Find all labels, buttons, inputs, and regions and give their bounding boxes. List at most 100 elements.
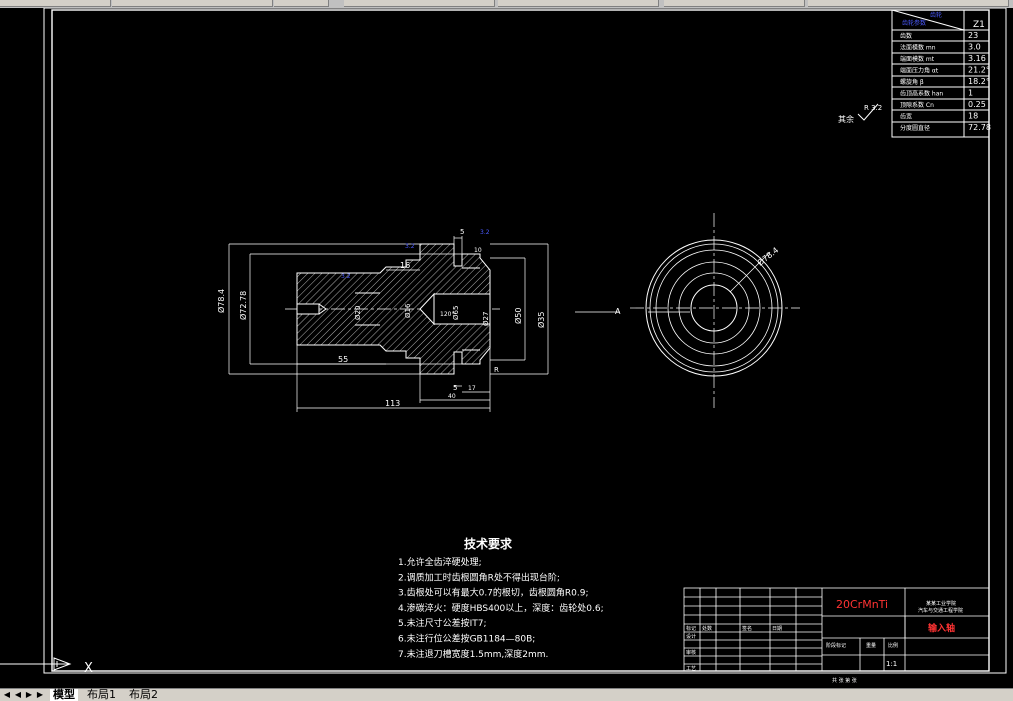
scale-value: 1:1 — [886, 660, 897, 668]
requirement-item: 6.未注行位公差按GB1184—80B; — [398, 633, 535, 645]
dim-113: 113 — [385, 399, 400, 408]
requirement-item: 2.调质加工时齿根圆角R处不得出现台阶; — [398, 571, 560, 583]
end-view-diameter: Ø78.4 — [755, 245, 780, 268]
section-label-left: A — [615, 307, 621, 316]
spec-row-value: 3.0 — [968, 43, 981, 52]
gear-parameter-table: 齿轮参数 齿轮 Z1 齿数 23 法面模数 mn 3.0 端面模数 mt 3.16 端面压力… — [891, 9, 991, 138]
spec-row-label: 分度圆直径 — [900, 124, 930, 132]
inner-frame — [51, 9, 990, 672]
spec-row-label: 齿顶高系数 han — [900, 90, 943, 98]
dim-27: Ø27 — [482, 312, 490, 326]
roughness-other-note: 其余 R 3.2 — [838, 103, 882, 124]
dim-5-bottom: 5 — [453, 384, 457, 392]
dim-50: Ø50 — [513, 308, 523, 324]
toolbar-segment[interactable] — [498, 0, 659, 7]
shaft-dimensions — [228, 236, 549, 412]
shaft-dimension-labels: Ø78.4 Ø72.78 55 113 16 40 5 5 17 10 Ø50 … — [216, 228, 546, 408]
cad-drawing-canvas[interactable]: 齿轮参数 齿轮 Z1 齿数 23 法面模数 mn 3.0 端面模数 mt 3.16 端面压力… — [0, 8, 1013, 688]
spec-row-value: 72.78 — [968, 123, 991, 132]
spec-row-label: 端面模数 mt — [900, 55, 935, 63]
ucs-icon: X — [0, 657, 93, 676]
check-label: 审核 — [686, 649, 696, 656]
weight-label: 重量 — [866, 642, 876, 649]
dim-5-top: 5 — [460, 228, 464, 236]
requirement-item: 7.未注退刀槽宽度1.5mm,深度2mm. — [398, 648, 548, 660]
count-label: 处数 — [702, 625, 712, 632]
toolbar-segment[interactable] — [664, 0, 805, 7]
dim-40: 40 — [448, 393, 456, 400]
spec-row-label: 齿宽 — [900, 113, 912, 121]
spec-row-value: 18.2° — [968, 77, 990, 86]
dim-120-angle: 120° — [440, 311, 454, 318]
toolbar-segment[interactable] — [344, 0, 495, 7]
dim-20: Ø20 — [354, 306, 362, 320]
dim-16: 16 — [400, 261, 410, 270]
requirement-item: 5.未注尺寸公差按IT7; — [398, 617, 487, 629]
tab-model[interactable]: 模型 — [50, 689, 78, 701]
spec-row-label: 齿数 — [900, 32, 912, 40]
next-tab-nav-icon[interactable]: ▶ — [25, 690, 33, 699]
roughness-mark-3: 3.2 — [480, 229, 490, 236]
top-toolbar-strip — [0, 0, 1013, 8]
spec-row-value: 0.25 — [968, 100, 986, 109]
dim-r-label: R — [494, 366, 499, 374]
spec-row-value: 21.2° — [968, 66, 990, 75]
layout-tab-bar: ◀ ◀ ▶ ▶ 模型 布局1 布局2 — [0, 688, 1013, 701]
dim-65: Ø65 — [452, 306, 460, 320]
tab-layout2[interactable]: 布局2 — [129, 688, 158, 701]
spec-row-label: 螺旋角 β — [900, 78, 924, 86]
spec-row-label: 法面模数 mn — [900, 44, 936, 52]
table-header-value: Z1 — [973, 20, 985, 30]
spec-row-value: 23 — [968, 31, 978, 40]
spec-row-value: 3.16 — [968, 54, 986, 63]
toolbar-segment[interactable] — [274, 0, 329, 7]
sheet-label: 共 张 第 张 — [832, 677, 857, 684]
shaft-section-view — [285, 243, 500, 375]
spec-row-value: 1 — [968, 89, 973, 98]
school-line-2: 汽车与交通工程学院 — [918, 607, 963, 614]
dim-pitch-diameter: Ø72.78 — [238, 291, 248, 320]
first-tab-nav-icon[interactable]: ◀ — [3, 690, 11, 699]
requirements-title: 技术要求 — [464, 536, 513, 551]
dim-17: 17 — [468, 385, 476, 392]
roughness-mark-1: 3.2 — [341, 273, 351, 280]
dim-16-bore: Ø16 — [404, 303, 412, 318]
roughness-value: R 3.2 — [864, 104, 882, 112]
outer-frame — [43, 8, 1007, 674]
stage-mark-label: 阶段标记 — [826, 642, 846, 649]
process-label: 工艺 — [686, 666, 696, 672]
toolbar-segment[interactable] — [808, 0, 1009, 7]
signature-label: 签名 — [742, 625, 752, 632]
date-label: 日期 — [772, 626, 782, 632]
title-block-text: 20CrMnTi 某某工业学院 汽车与交通工程学院 输入轴 阶段标记 重量 比例… — [686, 598, 963, 684]
tab-layout1[interactable]: 布局1 — [87, 688, 116, 701]
material-text: 20CrMnTi — [836, 598, 888, 611]
scale-label: 比例 — [888, 642, 898, 649]
end-view-circles: Ø78.4 — [630, 213, 800, 408]
requirement-item: 1.允许全齿淬硬处理; — [398, 556, 482, 568]
table-header-right: 齿轮 — [930, 11, 942, 19]
title-block — [683, 587, 990, 672]
section-line-a: A — [575, 307, 690, 316]
toolbar-segment[interactable] — [0, 0, 111, 7]
dim-35: Ø35 — [536, 312, 546, 328]
dim-10: 10 — [474, 247, 482, 254]
roughness-prefix: 其余 — [838, 114, 854, 124]
prev-tab-nav-icon[interactable]: ◀ — [14, 690, 22, 699]
design-label: 设计 — [686, 633, 696, 640]
last-tab-nav-icon[interactable]: ▶ — [36, 690, 44, 699]
school-line-1: 某某工业学院 — [926, 600, 956, 607]
axis-x-label: X — [84, 661, 93, 676]
requirement-item: 3.齿根处可以有最大0.7的根切，齿根圆角R0.9; — [398, 587, 589, 599]
dim-55: 55 — [338, 355, 348, 364]
table-header-left: 齿轮参数 — [902, 19, 926, 27]
spec-row-value: 18 — [968, 112, 978, 121]
technical-requirements: 技术要求 1.允许全齿淬硬处理; 2.调质加工时齿根圆角R处不得出现台阶; 3.齿根… — [398, 536, 604, 660]
spec-row-label: 端面压力角 αt — [900, 67, 939, 75]
spec-row-label: 顶隙系数 Cn — [900, 101, 934, 109]
part-name: 输入轴 — [928, 622, 955, 634]
roughness-mark-2: 3.2 — [405, 243, 415, 250]
toolbar-segment[interactable] — [112, 0, 273, 7]
marker-label: 标记 — [686, 625, 696, 632]
requirement-item: 4.渗碳淬火：硬度HBS400以上，深度：齿轮处0.6; — [398, 602, 604, 614]
